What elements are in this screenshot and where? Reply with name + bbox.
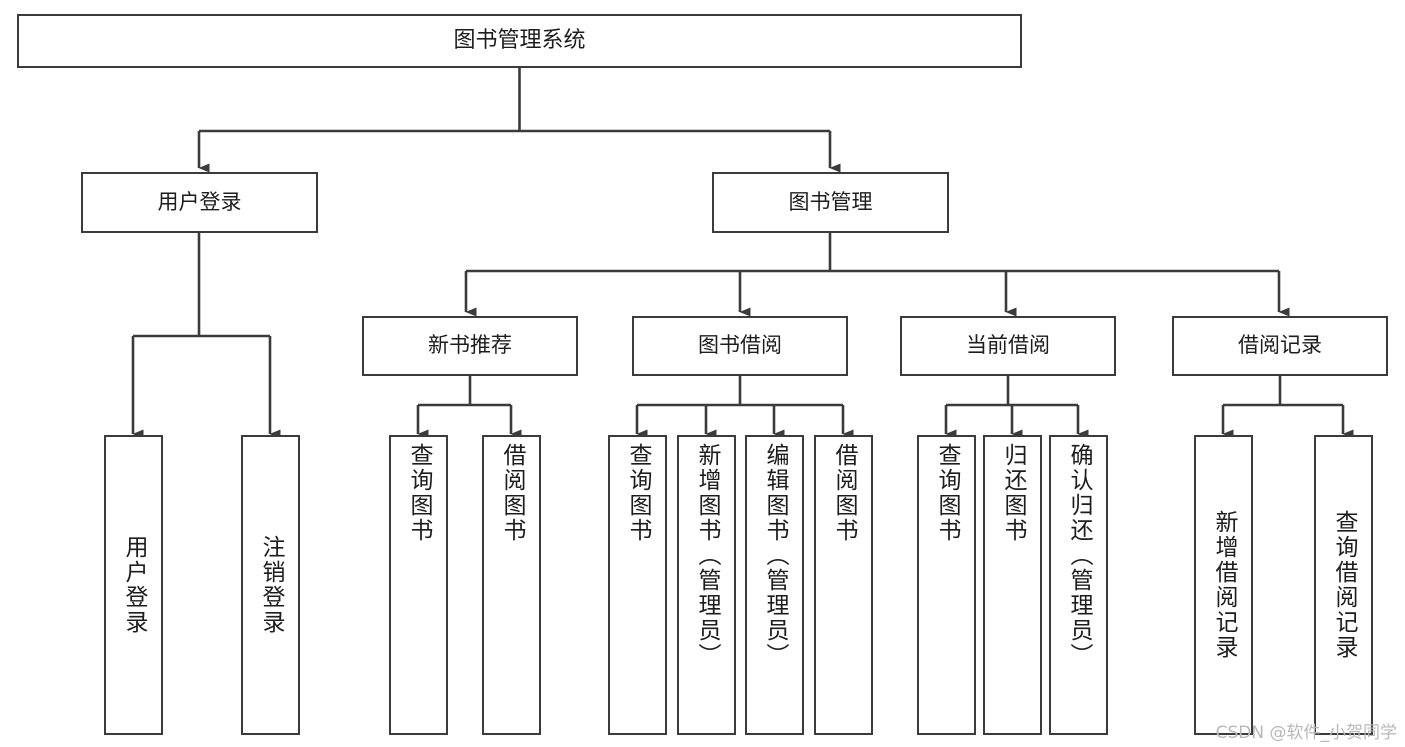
leaf-borrowrecord-add-record[interactable]: 新增借阅记录 — [1194, 435, 1253, 735]
leaf-bookborrow-query-book-label: 查询图书 — [625, 443, 651, 543]
leaf-bookborrow-add-book-admin[interactable]: 新增图书（管理员） — [677, 435, 736, 735]
leaf-newbook-borrow-book[interactable]: 借阅图书 — [482, 435, 541, 735]
leaf-borrowrecord-query-record-label: 查询借阅记录 — [1331, 510, 1357, 660]
leaf-user-login-signout-label: 注销登录 — [258, 535, 284, 635]
leaf-borrowrecord-query-record[interactable]: 查询借阅记录 — [1314, 435, 1373, 735]
leaf-bookborrow-query-book[interactable]: 查询图书 — [608, 435, 667, 735]
leaf-newbook-borrow-book-label: 借阅图书 — [499, 443, 525, 543]
leaf-user-login-signout[interactable]: 注销登录 — [241, 435, 300, 735]
leaf-currentborrow-query-book-label: 查询图书 — [934, 443, 960, 543]
node-current-borrow-label: 当前借阅 — [966, 333, 1050, 358]
node-book-borrow-label: 图书借阅 — [698, 333, 782, 358]
node-new-book-recommend-label: 新书推荐 — [428, 333, 512, 358]
leaf-bookborrow-add-book-admin-label: 新增图书（管理员） — [694, 443, 720, 668]
leaf-user-login-signin-label: 用户登录 — [121, 535, 147, 635]
node-current-borrow[interactable]: 当前借阅 — [900, 316, 1116, 376]
node-book-management[interactable]: 图书管理 — [712, 172, 949, 233]
node-book-borrow[interactable]: 图书借阅 — [632, 316, 848, 376]
leaf-bookborrow-edit-book-admin[interactable]: 编辑图书（管理员） — [745, 435, 804, 735]
leaf-bookborrow-borrow-book-label: 借阅图书 — [831, 443, 857, 543]
leaf-currentborrow-confirm-return-admin-label: 确认归还（管理员） — [1066, 443, 1092, 668]
leaf-bookborrow-edit-book-admin-label: 编辑图书（管理员） — [762, 443, 788, 668]
leaf-currentborrow-confirm-return-admin[interactable]: 确认归还（管理员） — [1049, 435, 1108, 735]
node-book-management-label: 图书管理 — [788, 189, 873, 214]
node-root-system[interactable]: 图书管理系统 — [17, 14, 1022, 68]
leaf-currentborrow-return-book[interactable]: 归还图书 — [983, 435, 1042, 735]
leaf-borrowrecord-add-record-label: 新增借阅记录 — [1211, 510, 1237, 660]
node-user-login-label: 用户登录 — [157, 189, 242, 214]
leaf-bookborrow-borrow-book[interactable]: 借阅图书 — [814, 435, 873, 735]
leaf-newbook-query-book[interactable]: 查询图书 — [389, 435, 448, 735]
leaf-currentborrow-query-book[interactable]: 查询图书 — [917, 435, 976, 735]
node-borrow-record[interactable]: 借阅记录 — [1172, 316, 1388, 376]
node-borrow-record-label: 借阅记录 — [1238, 333, 1322, 358]
leaf-user-login-signin[interactable]: 用户登录 — [104, 435, 163, 735]
node-new-book-recommend[interactable]: 新书推荐 — [362, 316, 578, 376]
leaf-newbook-query-book-label: 查询图书 — [406, 443, 432, 543]
node-root-system-label: 图书管理系统 — [453, 27, 586, 53]
leaf-currentborrow-return-book-label: 归还图书 — [1000, 443, 1026, 543]
node-user-login[interactable]: 用户登录 — [81, 172, 318, 233]
